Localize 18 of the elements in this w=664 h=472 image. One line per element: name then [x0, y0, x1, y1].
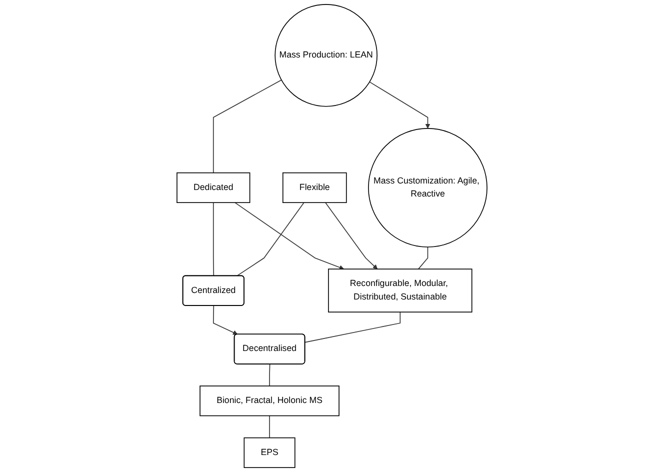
connector	[212, 80, 282, 174]
node-box: Dedicated	[176, 172, 250, 203]
connector	[304, 312, 401, 343]
connector	[236, 202, 304, 276]
arrow	[234, 202, 344, 270]
connector	[212, 202, 214, 276]
node-box: Bionic, Fractal, Holonic MS	[200, 386, 340, 416]
node-box: Reconfigurable, Modular, Distributed, Sustainable	[328, 268, 472, 312]
node-box: Flexible	[282, 172, 347, 203]
connector	[418, 246, 428, 270]
arrow	[369, 82, 430, 129]
node-box: EPS	[244, 437, 296, 468]
arrow	[325, 202, 378, 270]
arrow	[212, 305, 238, 335]
connector	[269, 415, 270, 438]
connector	[269, 364, 270, 386]
node-circle: Mass Customization: Agile, Reactive	[368, 128, 488, 248]
node-circle: Mass Production: LEAN	[274, 4, 378, 107]
